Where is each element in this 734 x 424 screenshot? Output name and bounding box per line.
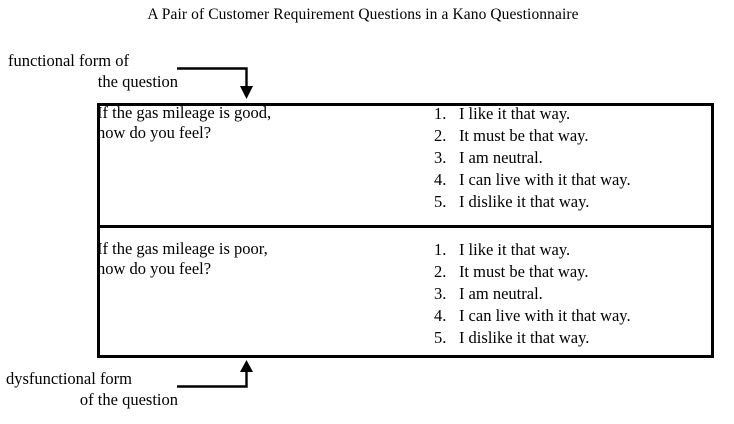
answer-text: I like it that way. bbox=[458, 240, 571, 259]
dysfunctional-answers-cell: 1. I like it that way. 2. It must be that … bbox=[389, 227, 714, 367]
table-row: If the gas mileage is good, how do you f… bbox=[97, 103, 714, 228]
answer-number: 3. bbox=[433, 148, 447, 167]
list-item[interactable]: 1. I like it that way. bbox=[434, 239, 714, 261]
dysfunctional-question-text: If the gas mileage is poor, how do you f… bbox=[97, 239, 268, 278]
list-item[interactable]: 5. I dislike it that way. bbox=[434, 191, 714, 213]
functional-form-label: functional form of the question bbox=[8, 50, 180, 92]
answer-text: I am neutral. bbox=[458, 284, 543, 303]
answer-text: I can live with it that way. bbox=[458, 170, 631, 189]
functional-question-cell: If the gas mileage is good, how do you f… bbox=[97, 103, 389, 228]
dysfunctional-form-label-line2: of the question bbox=[79, 390, 178, 409]
list-item[interactable]: 4. I can live with it that way. bbox=[434, 169, 714, 191]
answer-number: 5. bbox=[433, 328, 447, 347]
answer-text: It must be that way. bbox=[458, 126, 589, 145]
list-item[interactable]: 2. It must be that way. bbox=[434, 125, 714, 147]
list-item[interactable]: 3. I am neutral. bbox=[434, 147, 714, 169]
list-item[interactable]: 4. I can live with it that way. bbox=[434, 305, 714, 327]
functional-form-label-line1: functional form of bbox=[8, 51, 129, 70]
dysfunctional-question-cell: If the gas mileage is poor, how do you f… bbox=[97, 227, 389, 367]
table-row: If the gas mileage is poor, how do you f… bbox=[97, 227, 714, 367]
list-item[interactable]: 1. I like it that way. bbox=[434, 103, 714, 125]
functional-question-text: If the gas mileage is good, how do you f… bbox=[97, 103, 272, 142]
list-item[interactable]: 3. I am neutral. bbox=[434, 283, 714, 305]
functional-answer-list: 1. I like it that way. 2. It must be that … bbox=[389, 103, 714, 213]
answer-number: 1. bbox=[433, 240, 447, 259]
arrow-down-icon bbox=[177, 67, 253, 99]
answer-number: 2. bbox=[433, 262, 447, 281]
answer-number: 2. bbox=[433, 126, 447, 145]
answer-text: I can live with it that way. bbox=[458, 306, 631, 325]
answer-number: 5. bbox=[433, 192, 447, 211]
functional-form-label-line2: the question bbox=[97, 72, 178, 91]
answer-number: 4. bbox=[433, 170, 447, 189]
page-title: A Pair of Customer Requirement Questions… bbox=[147, 6, 579, 23]
dysfunctional-answer-list: 1. I like it that way. 2. It must be that … bbox=[389, 239, 714, 349]
answer-text: I am neutral. bbox=[458, 148, 543, 167]
answer-number: 4. bbox=[433, 306, 447, 325]
answer-text: I dislike it that way. bbox=[458, 328, 590, 347]
functional-answers-cell: 1. I like it that way. 2. It must be that … bbox=[388, 103, 714, 228]
answer-text: I like it that way. bbox=[458, 104, 571, 123]
list-item[interactable]: 5. I dislike it that way. bbox=[434, 327, 714, 349]
answer-text: I dislike it that way. bbox=[458, 192, 590, 211]
dysfunctional-form-label: dysfunctional form of the question bbox=[6, 368, 180, 410]
answer-number: 3. bbox=[433, 284, 447, 303]
kano-questionnaire-table: If the gas mileage is good, how do you f… bbox=[97, 103, 714, 366]
dysfunctional-form-label-line1: dysfunctional form bbox=[6, 369, 133, 388]
answer-text: It must be that way. bbox=[458, 262, 589, 281]
list-item[interactable]: 2. It must be that way. bbox=[434, 261, 714, 283]
answer-number: 1. bbox=[433, 104, 447, 123]
